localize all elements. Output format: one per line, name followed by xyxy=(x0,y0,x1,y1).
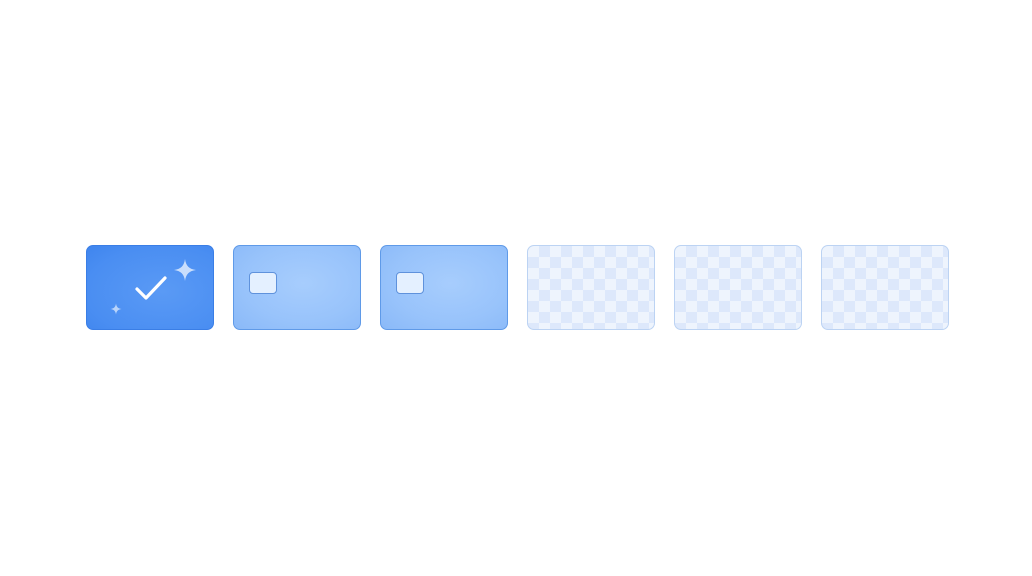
step-card-pending xyxy=(527,245,655,330)
step-card-completed xyxy=(86,245,214,330)
step-cards-row xyxy=(86,245,949,330)
step-card-pending xyxy=(821,245,949,330)
sparkle-small-icon xyxy=(110,303,122,315)
step-card-pending xyxy=(674,245,802,330)
chip-icon xyxy=(249,272,277,294)
check-icon xyxy=(135,276,167,300)
step-card-in-progress xyxy=(380,245,508,330)
chip-icon xyxy=(396,272,424,294)
sparkle-icon xyxy=(174,259,196,281)
step-card-in-progress xyxy=(233,245,361,330)
